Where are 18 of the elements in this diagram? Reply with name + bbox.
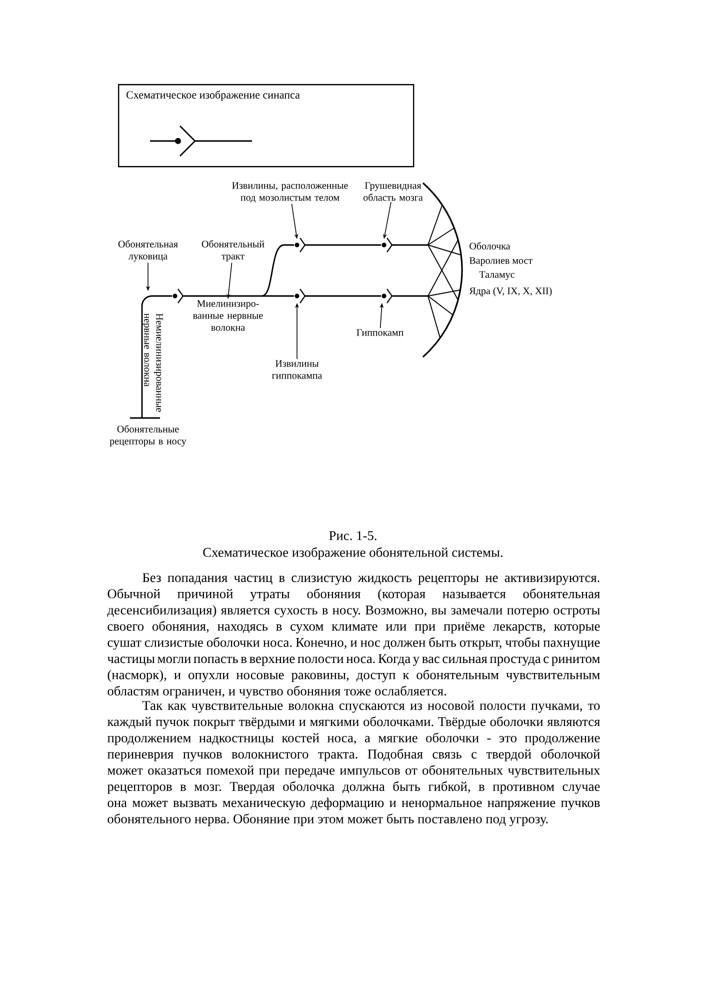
paragraph: Без попадания частиц в слизистую жидкость рецепторы не активизируются. Обычной причиной утраты обоняния (которая называется обонятельная десенсибилизация) является сухость в носу. Возможно, вы замечали потерю остроты своего обоняния, находясь в сухом климате или при приёме лекарств, которые сушат слизистые оболочки носа. Конечно, и нос должен быть открыт, чтобы пахнущие частицы могли попасть в верхние полости носа. Когда у вас сильная простуда с ринитом (насморк), и опухли носовые раковины, доступ к обонятельным чувствительным областям ограничен, и чувство обоняния тоже ослабляется. bbox=[107, 573, 600, 698]
structure-label: Обонятельная луковица bbox=[118, 240, 178, 262]
structure-label: Извилины, расположенные под мозолистым телом bbox=[232, 182, 348, 203]
structure-label: Гиппокамп bbox=[356, 329, 404, 336]
legend-box: Схематическое изображение синапса bbox=[118, 84, 414, 168]
fiber-label: Миелинизиро-ванные нервные волокна bbox=[193, 300, 263, 331]
figure-number: Рис. 1-5. bbox=[329, 531, 376, 540]
structure-label: Извилины гиппокампа bbox=[272, 360, 322, 379]
fiber-label: Немиелинизированные нервные волокна bbox=[142, 313, 163, 412]
structure-label: Таламус bbox=[479, 271, 514, 280]
structure-label: Ядра (V, IX, X, XII) bbox=[469, 287, 552, 296]
structure-label: Обонятельные рецепторы в носу bbox=[110, 425, 186, 447]
structure-label: Грушевидная область мозга bbox=[363, 182, 423, 201]
structure-label: Обонятельный тракт bbox=[202, 240, 264, 262]
figure-caption: Схематическое изображение обонятельной системы. bbox=[203, 547, 502, 560]
paragraph: Так как чувствительные волокна спускаются из носовой полости пучками, то каждый пучок покрыт твёрдыми и мягкими оболочками. Твёрдые оболочки являются продолжением надкостницы костей носа, а мягкие оболочки - это продолжение периневрия пучков волокнистого тракта. Подобная связь с твердой оболочкой может оказаться помехой при передаче импульсов от обонятельных чувствительных рецепторов в мозг. Твердая оболочка должна быть гибкой, в противном случае она может вызвать механическую деформацию и ненормальное напряжение пучков обонятельного нерва. Обоняние при этом может быть поставлено под угрозу. bbox=[107, 700, 600, 826]
structure-label: Оболочка bbox=[470, 242, 510, 250]
structure-label: Варолиев мост bbox=[469, 257, 532, 266]
